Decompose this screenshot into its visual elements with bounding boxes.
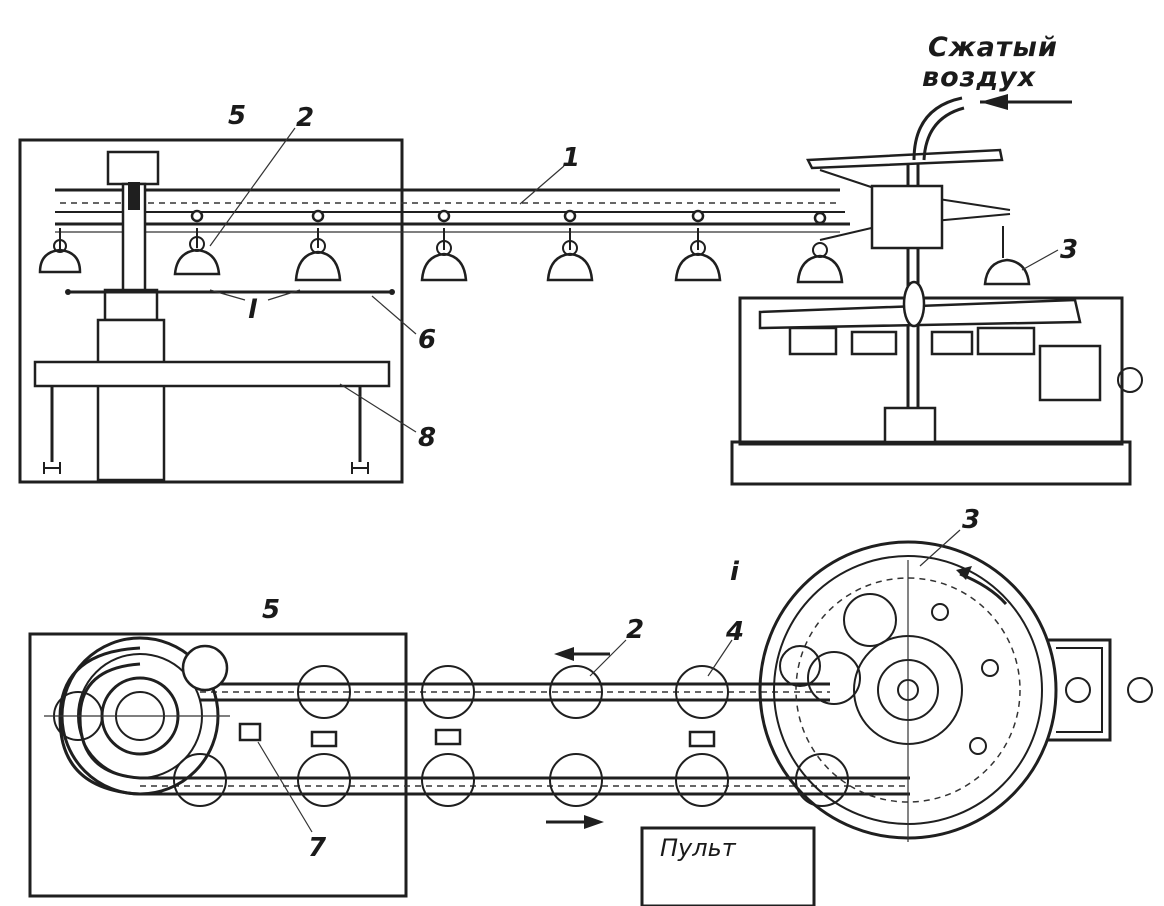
carriers-4 <box>173 665 849 807</box>
left-sprocket <box>44 636 230 796</box>
workpiece <box>38 228 82 274</box>
workpiece <box>546 228 594 282</box>
side-right-base <box>730 440 1132 486</box>
workpiece <box>294 228 342 282</box>
console-box <box>640 826 816 906</box>
compressed-air-arrow <box>980 94 1072 110</box>
left-support-column <box>96 150 166 482</box>
workpiece-on-table <box>983 226 1031 286</box>
work-table-8 <box>33 360 391 474</box>
spacing-bar-6 <box>65 289 395 295</box>
air-label-line1: Сжатый <box>928 32 1058 63</box>
side-label-l: l <box>248 295 258 325</box>
plan-view <box>28 529 1153 906</box>
side-label-1: 1 <box>562 143 580 173</box>
leader-lines-plan <box>257 529 961 833</box>
side-left-frame <box>18 138 404 484</box>
leader-lines-side <box>209 127 1059 433</box>
rotary-machine-3 <box>758 96 1143 444</box>
side-label-3: 3 <box>1060 235 1078 265</box>
side-label-2: 2 <box>296 103 314 133</box>
workpiece <box>173 228 221 276</box>
hanging-workpieces-2 <box>38 226 1031 286</box>
plan-label-3: 3 <box>962 505 980 535</box>
air-label-line2: воздух <box>922 62 1037 93</box>
workpiece <box>420 228 468 282</box>
side-label-5: 5 <box>228 101 246 131</box>
rail-carriages <box>190 209 827 225</box>
side-view <box>18 94 1143 486</box>
direction-arrows <box>546 647 610 829</box>
workpiece <box>796 242 844 284</box>
side-label-6: 6 <box>418 325 436 355</box>
plan-left-frame <box>28 632 408 898</box>
workpiece <box>674 228 722 282</box>
side-label-8: 8 <box>418 423 436 453</box>
plan-label-i: i <box>730 557 740 587</box>
console-label: Пульт <box>660 834 737 862</box>
plan-label-2: 2 <box>626 615 644 645</box>
conveyor-rail-1 <box>55 188 850 233</box>
plan-label-4: 4 <box>725 617 744 647</box>
plan-label-5: 5 <box>262 595 280 625</box>
rotary-table-3 <box>758 540 1153 842</box>
plan-label-7: 7 <box>308 833 327 863</box>
